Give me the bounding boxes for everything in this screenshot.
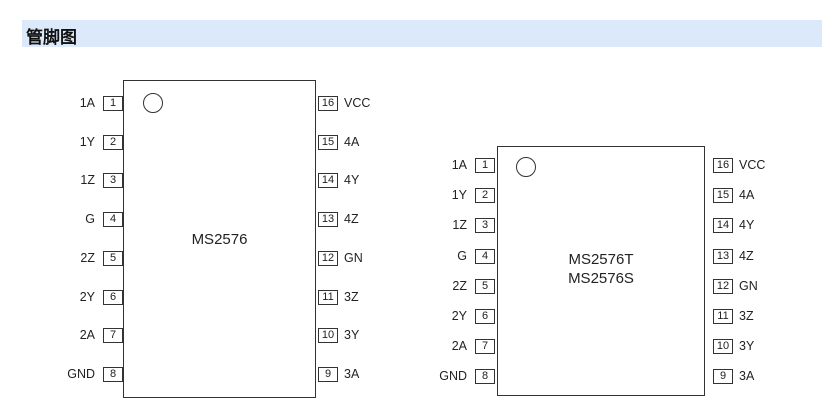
pin-label: 2A [79, 328, 95, 343]
pin-label: 4Y [344, 173, 360, 188]
pin-number-box: 14 [318, 173, 338, 189]
pin-number-box: 12 [713, 278, 733, 294]
pin-number-box: 3 [475, 218, 495, 234]
pin-label: G [457, 248, 467, 263]
pin-label: 2Z [80, 250, 95, 265]
pin-number-box: 8 [475, 369, 495, 385]
pin-number-box: 16 [318, 96, 338, 111]
pin-number-box: 7 [475, 339, 495, 355]
part-number: MS2576 [123, 230, 316, 249]
pin-number-box: 1 [475, 158, 495, 173]
pin1-marker-icon [143, 93, 163, 113]
pin-label: 4A [344, 134, 360, 149]
pin-number-box: 5 [475, 278, 495, 294]
pin-label: 1Y [451, 188, 467, 203]
pin-label: 4Z [739, 248, 754, 263]
section-header: 管脚图 [22, 20, 822, 48]
pin-number-box: 1 [103, 96, 123, 111]
pin-number-box: 7 [103, 328, 123, 344]
pin-label: GN [344, 250, 363, 265]
pin-label: 3Z [344, 289, 359, 304]
pin-number-box: 6 [103, 289, 123, 305]
pin-number-box: 10 [318, 328, 338, 344]
pin-label: 3Y [344, 328, 360, 343]
pin-number-box: 13 [713, 248, 733, 264]
pin-label: G [85, 212, 95, 227]
pin-number-box: 11 [713, 309, 733, 324]
pin-label: 2Z [452, 278, 467, 293]
pin-number-box: 3 [103, 173, 123, 189]
part-number-line: MS2576 [191, 231, 248, 248]
pin-label: GND [67, 366, 95, 381]
pin-label: 2Y [79, 289, 95, 304]
pin-label: VCC [344, 96, 371, 110]
pin-number-box: 4 [475, 248, 495, 264]
pin-label: GN [739, 278, 758, 293]
ic-chip-body [497, 146, 705, 396]
pin-label: GND [439, 369, 467, 384]
pin-label: 1Y [79, 134, 95, 149]
pin-label: VCC [739, 158, 766, 172]
pin-label: 1A [79, 96, 95, 110]
pin-label: 3Z [739, 309, 754, 323]
part-number: MS2576T MS2576S [497, 250, 705, 288]
pin-label: 3Y [739, 339, 755, 354]
pin-number-box: 9 [318, 366, 338, 382]
pin-label: 1A [451, 158, 467, 172]
pin-label: 1Z [452, 218, 467, 233]
ic-chip-body [123, 80, 316, 398]
pin-label: 3A [739, 369, 755, 384]
pin-number-box: 14 [713, 218, 733, 234]
pin1-marker-icon [516, 157, 536, 177]
pin-number-box: 8 [103, 366, 123, 382]
part-number-line: MS2576S [568, 270, 634, 287]
pin-number-box: 16 [713, 158, 733, 173]
pin-number-box: 15 [713, 188, 733, 204]
section-title: 管脚图 [26, 28, 77, 48]
pin-number-box: 4 [103, 212, 123, 228]
part-number-line: MS2576T [568, 251, 634, 268]
pin-label: 4A [739, 188, 755, 203]
pin-number-box: 11 [318, 289, 338, 305]
pin-label: 3A [344, 366, 360, 381]
pin-number-box: 10 [713, 339, 733, 355]
pin-label: 2A [451, 339, 467, 354]
pin-number-box: 13 [318, 212, 338, 228]
pin-number-box: 15 [318, 134, 338, 150]
pin-label: 4Y [739, 218, 755, 233]
pin-number-box: 5 [103, 250, 123, 266]
pin-label: 1Z [80, 173, 95, 188]
pin-number-box: 2 [103, 134, 123, 150]
pin-number-box: 12 [318, 250, 338, 266]
pin-number-box: 9 [713, 369, 733, 385]
pin-number-box: 2 [475, 188, 495, 204]
pin-number-box: 6 [475, 309, 495, 324]
pin-label: 4Z [344, 212, 359, 227]
pin-label: 2Y [451, 309, 467, 323]
